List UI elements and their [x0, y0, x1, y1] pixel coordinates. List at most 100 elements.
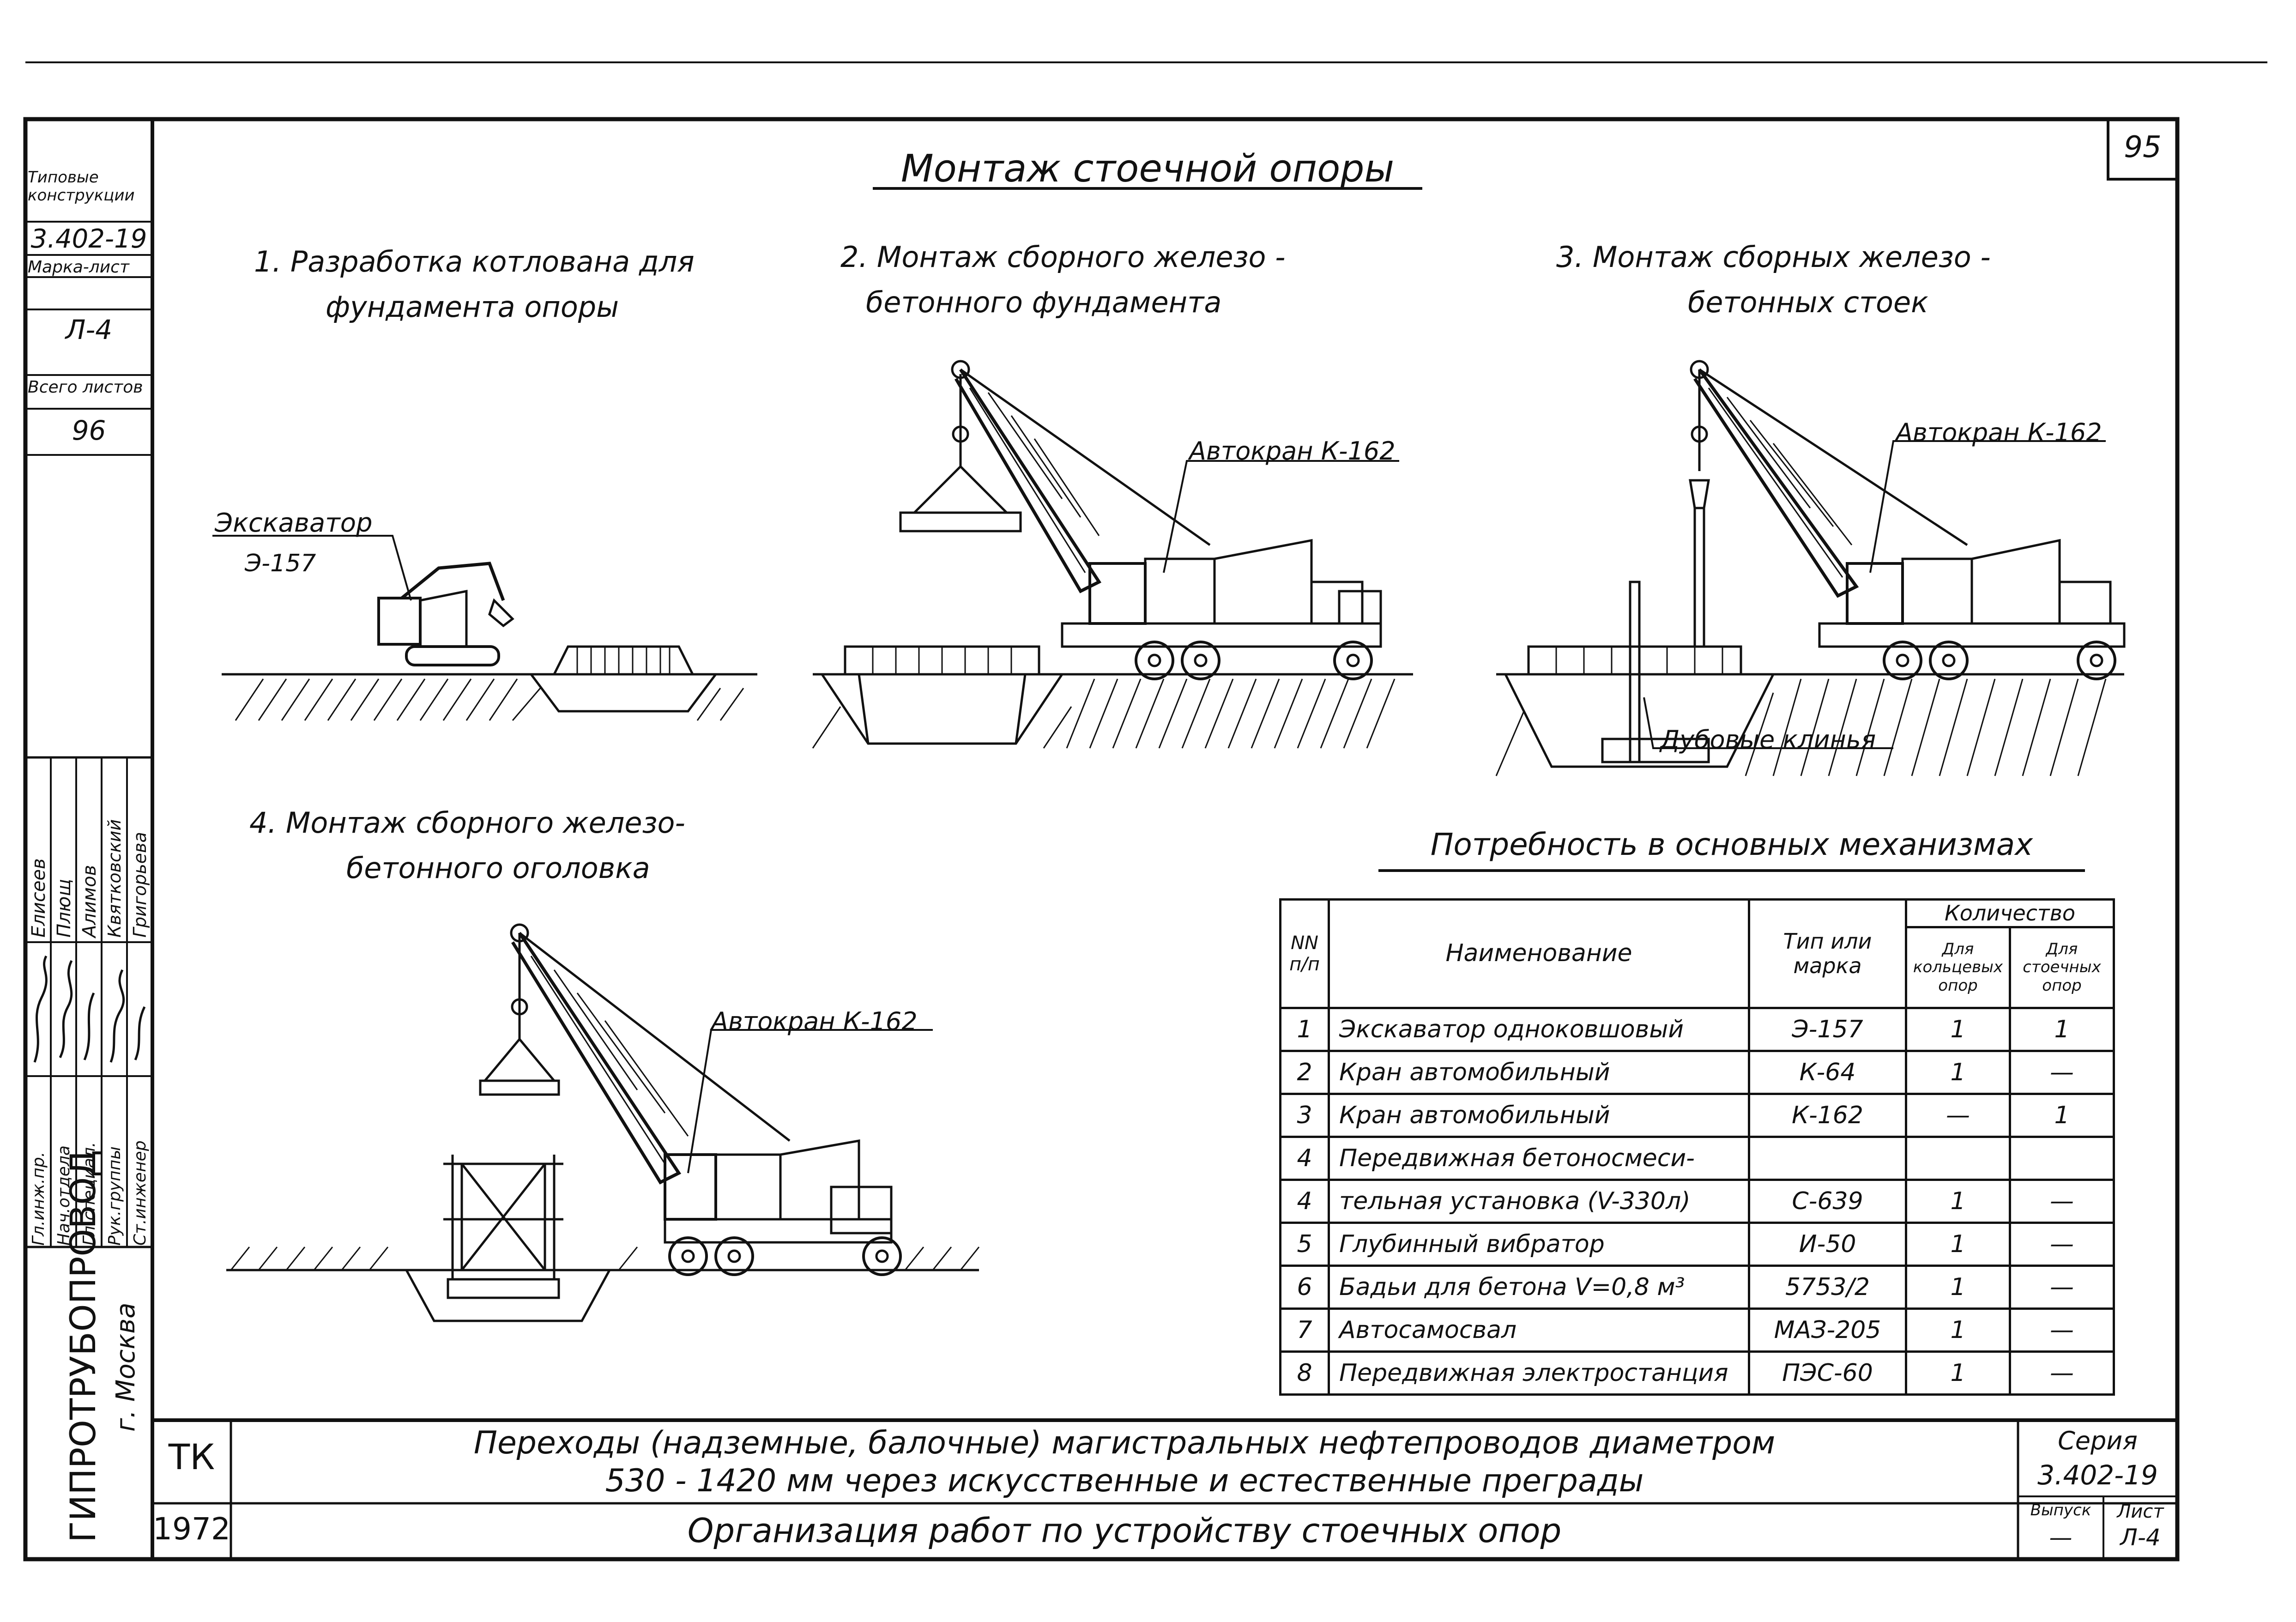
signature-scribbles — [33, 955, 146, 1063]
stamp-label-mark: Марка-лист — [28, 258, 129, 277]
row-num: 7 — [1279, 1307, 1330, 1353]
row-ring: 1 — [1905, 1222, 2011, 1267]
label-excavator: Экскаватор — [215, 508, 373, 538]
step-4-line1: 4. Монтаж сборного железо- — [249, 806, 685, 840]
name-kvyatkovsky: Квятковский — [104, 819, 125, 938]
position-senior-engineer: Ст.инженер — [131, 1140, 150, 1246]
header-num: NN п/п — [1279, 898, 1330, 1009]
title-series: 3.402-19 — [2037, 1459, 2158, 1491]
row-name: Бадьи для бетона V=0,8 м³ — [1328, 1265, 1750, 1310]
title-issue: — — [2049, 1524, 2072, 1551]
step-2-line1: 2. Монтаж сборного железо - — [840, 240, 1286, 274]
step-1-line2: фундамента опоры — [326, 290, 619, 324]
title-line-3: Организация работ по устройству стоечных… — [687, 1511, 1562, 1550]
step-3-line2: бетонных стоек — [1688, 285, 1928, 319]
name-eliseev: Елисеев — [28, 858, 49, 938]
drawing-excavation — [212, 535, 757, 721]
row-type: И-50 — [1748, 1222, 1907, 1267]
row-rack — [2008, 1136, 2115, 1181]
org-city: г. Москва — [111, 1302, 141, 1432]
header-name: Наименование — [1328, 898, 1750, 1009]
row-rack: — — [2008, 1222, 2115, 1267]
row-num: 5 — [1279, 1222, 1330, 1267]
stamp-series: 3.402-19 — [30, 224, 147, 254]
page-number: 95 — [2124, 130, 2162, 164]
row-rack: — — [2008, 1307, 2115, 1353]
row-rack: 1 — [2008, 1007, 2115, 1052]
row-type: Э-157 — [1748, 1007, 1907, 1052]
title-year: 1972 — [153, 1511, 230, 1547]
row-name: Глубинный вибратор — [1328, 1222, 1750, 1267]
position-chief-engineer: Гл.инж.пр. — [29, 1151, 48, 1246]
header-rack: Для стоечных опор — [2008, 926, 2115, 1009]
row-type: 5753/2 — [1748, 1265, 1907, 1310]
label-crane-2: Автокран К-162 — [1189, 436, 1396, 466]
row-type: МАЗ-205 — [1748, 1307, 1907, 1353]
row-num: 4 — [1279, 1136, 1330, 1181]
stamp-mark: Л-4 — [65, 314, 113, 345]
row-name: тельная установка (V-330л) — [1328, 1179, 1750, 1224]
row-num: 8 — [1279, 1350, 1330, 1396]
table-row: 2 Кран автомобильный К-64 1 — — [1279, 1050, 2115, 1095]
stamp-label-total: Всего листов — [28, 378, 143, 397]
row-ring — [1905, 1136, 2011, 1181]
signature-names: Елисеев Плющ Алимов Квятковский Григорье… — [25, 757, 152, 942]
row-type: К-64 — [1748, 1050, 1907, 1095]
table-row: 6 Бадьи для бетона V=0,8 м³ 5753/2 1 — — [1279, 1265, 2115, 1310]
name-plyushch: Плющ — [54, 879, 75, 938]
table-row: 3 Кран автомобильный К-162 — 1 — [1279, 1093, 2115, 1138]
table-row: 7 Автосамосвал МАЗ-205 1 — — [1279, 1307, 2115, 1353]
title-series-label: Серия — [2058, 1426, 2138, 1455]
drawing-racks — [1495, 360, 2126, 776]
title-sheet: Л-4 — [2120, 1524, 2161, 1551]
drawing-cap — [226, 923, 980, 1322]
title-line-2: 530 - 1420 мм через искусственные и есте… — [605, 1463, 1644, 1499]
row-name: Передвижная электростанция — [1328, 1350, 1750, 1396]
row-num: 1 — [1279, 1007, 1330, 1052]
row-ring: 1 — [1905, 1007, 2011, 1052]
row-rack: — — [2008, 1050, 2115, 1095]
row-ring: 1 — [1905, 1179, 2011, 1224]
sheet-title: Монтаж стоечной опоры — [900, 147, 1395, 191]
row-num: 4 — [1279, 1179, 1330, 1224]
step-4-title: 4. Монтаж сборного железо- бетонного ого… — [249, 806, 804, 885]
table-title-underline — [1378, 869, 2085, 872]
row-name: Кран автомобильный — [1328, 1093, 1750, 1138]
table-row: 5 Глубинный вибратор И-50 1 — — [1279, 1222, 2115, 1267]
drawing-foundation — [812, 360, 1413, 749]
stamp-label-typical: Типовые конструкции — [28, 168, 135, 205]
row-ring: — — [1905, 1093, 2011, 1138]
row-ring: 1 — [1905, 1050, 2011, 1095]
org-name: ГИПРОТРУБОПРОВОД — [62, 1150, 103, 1543]
table-title: Потребность в основных механизмах — [1430, 827, 2033, 862]
table-subheader-row: Для кольцевых опор Для стоечных опор — [1281, 926, 2115, 1009]
row-name: Кран автомобильный — [1328, 1050, 1750, 1095]
row-name: Передвижная бетоносмеси- — [1328, 1136, 1750, 1181]
row-ring: 1 — [1905, 1265, 2011, 1310]
header-ring: Для кольцевых опор — [1905, 926, 2011, 1009]
name-alimov: Алимов — [79, 865, 100, 938]
table-row: 4 Передвижная бетоносмеси- — [1279, 1136, 2115, 1181]
row-rack: 1 — [2008, 1093, 2115, 1138]
row-ring: 1 — [1905, 1307, 2011, 1353]
row-rack: — — [2008, 1265, 2115, 1310]
row-num: 6 — [1279, 1265, 1330, 1310]
title-line-1: Переходы (надземные, балочные) магистрал… — [473, 1425, 1776, 1461]
table-header-row: NN п/п Наименование Тип или марка Количе… — [1279, 898, 2115, 1009]
machinery-table: NN п/п Наименование Тип или марка Количе… — [1279, 898, 2115, 1396]
step-1-line1: 1. Разработка котлована для — [254, 245, 695, 278]
label-crane-4: Автокран К-162 — [711, 1007, 918, 1036]
row-type: К-162 — [1748, 1093, 1907, 1138]
row-num: 2 — [1279, 1050, 1330, 1095]
row-name: Автосамосвал — [1328, 1307, 1750, 1353]
step-2-line2: бетонного фундамента — [866, 285, 1222, 319]
step-3-title: 3. Монтаж сборных железо - бетонных стое… — [1556, 240, 2110, 319]
position-group-leader: Рук.группы — [105, 1146, 124, 1246]
step-3-line1: 3. Монтаж сборных железо - — [1556, 240, 1991, 274]
step-2-title: 2. Монтаж сборного железо - бетонного фу… — [840, 240, 1395, 319]
title-code: ТК — [168, 1436, 215, 1477]
row-rack: — — [2008, 1350, 2115, 1396]
table-row: 1 Экскаватор одноковшовый Э-157 1 1 — [1279, 1007, 2115, 1052]
row-num: 3 — [1279, 1093, 1330, 1138]
